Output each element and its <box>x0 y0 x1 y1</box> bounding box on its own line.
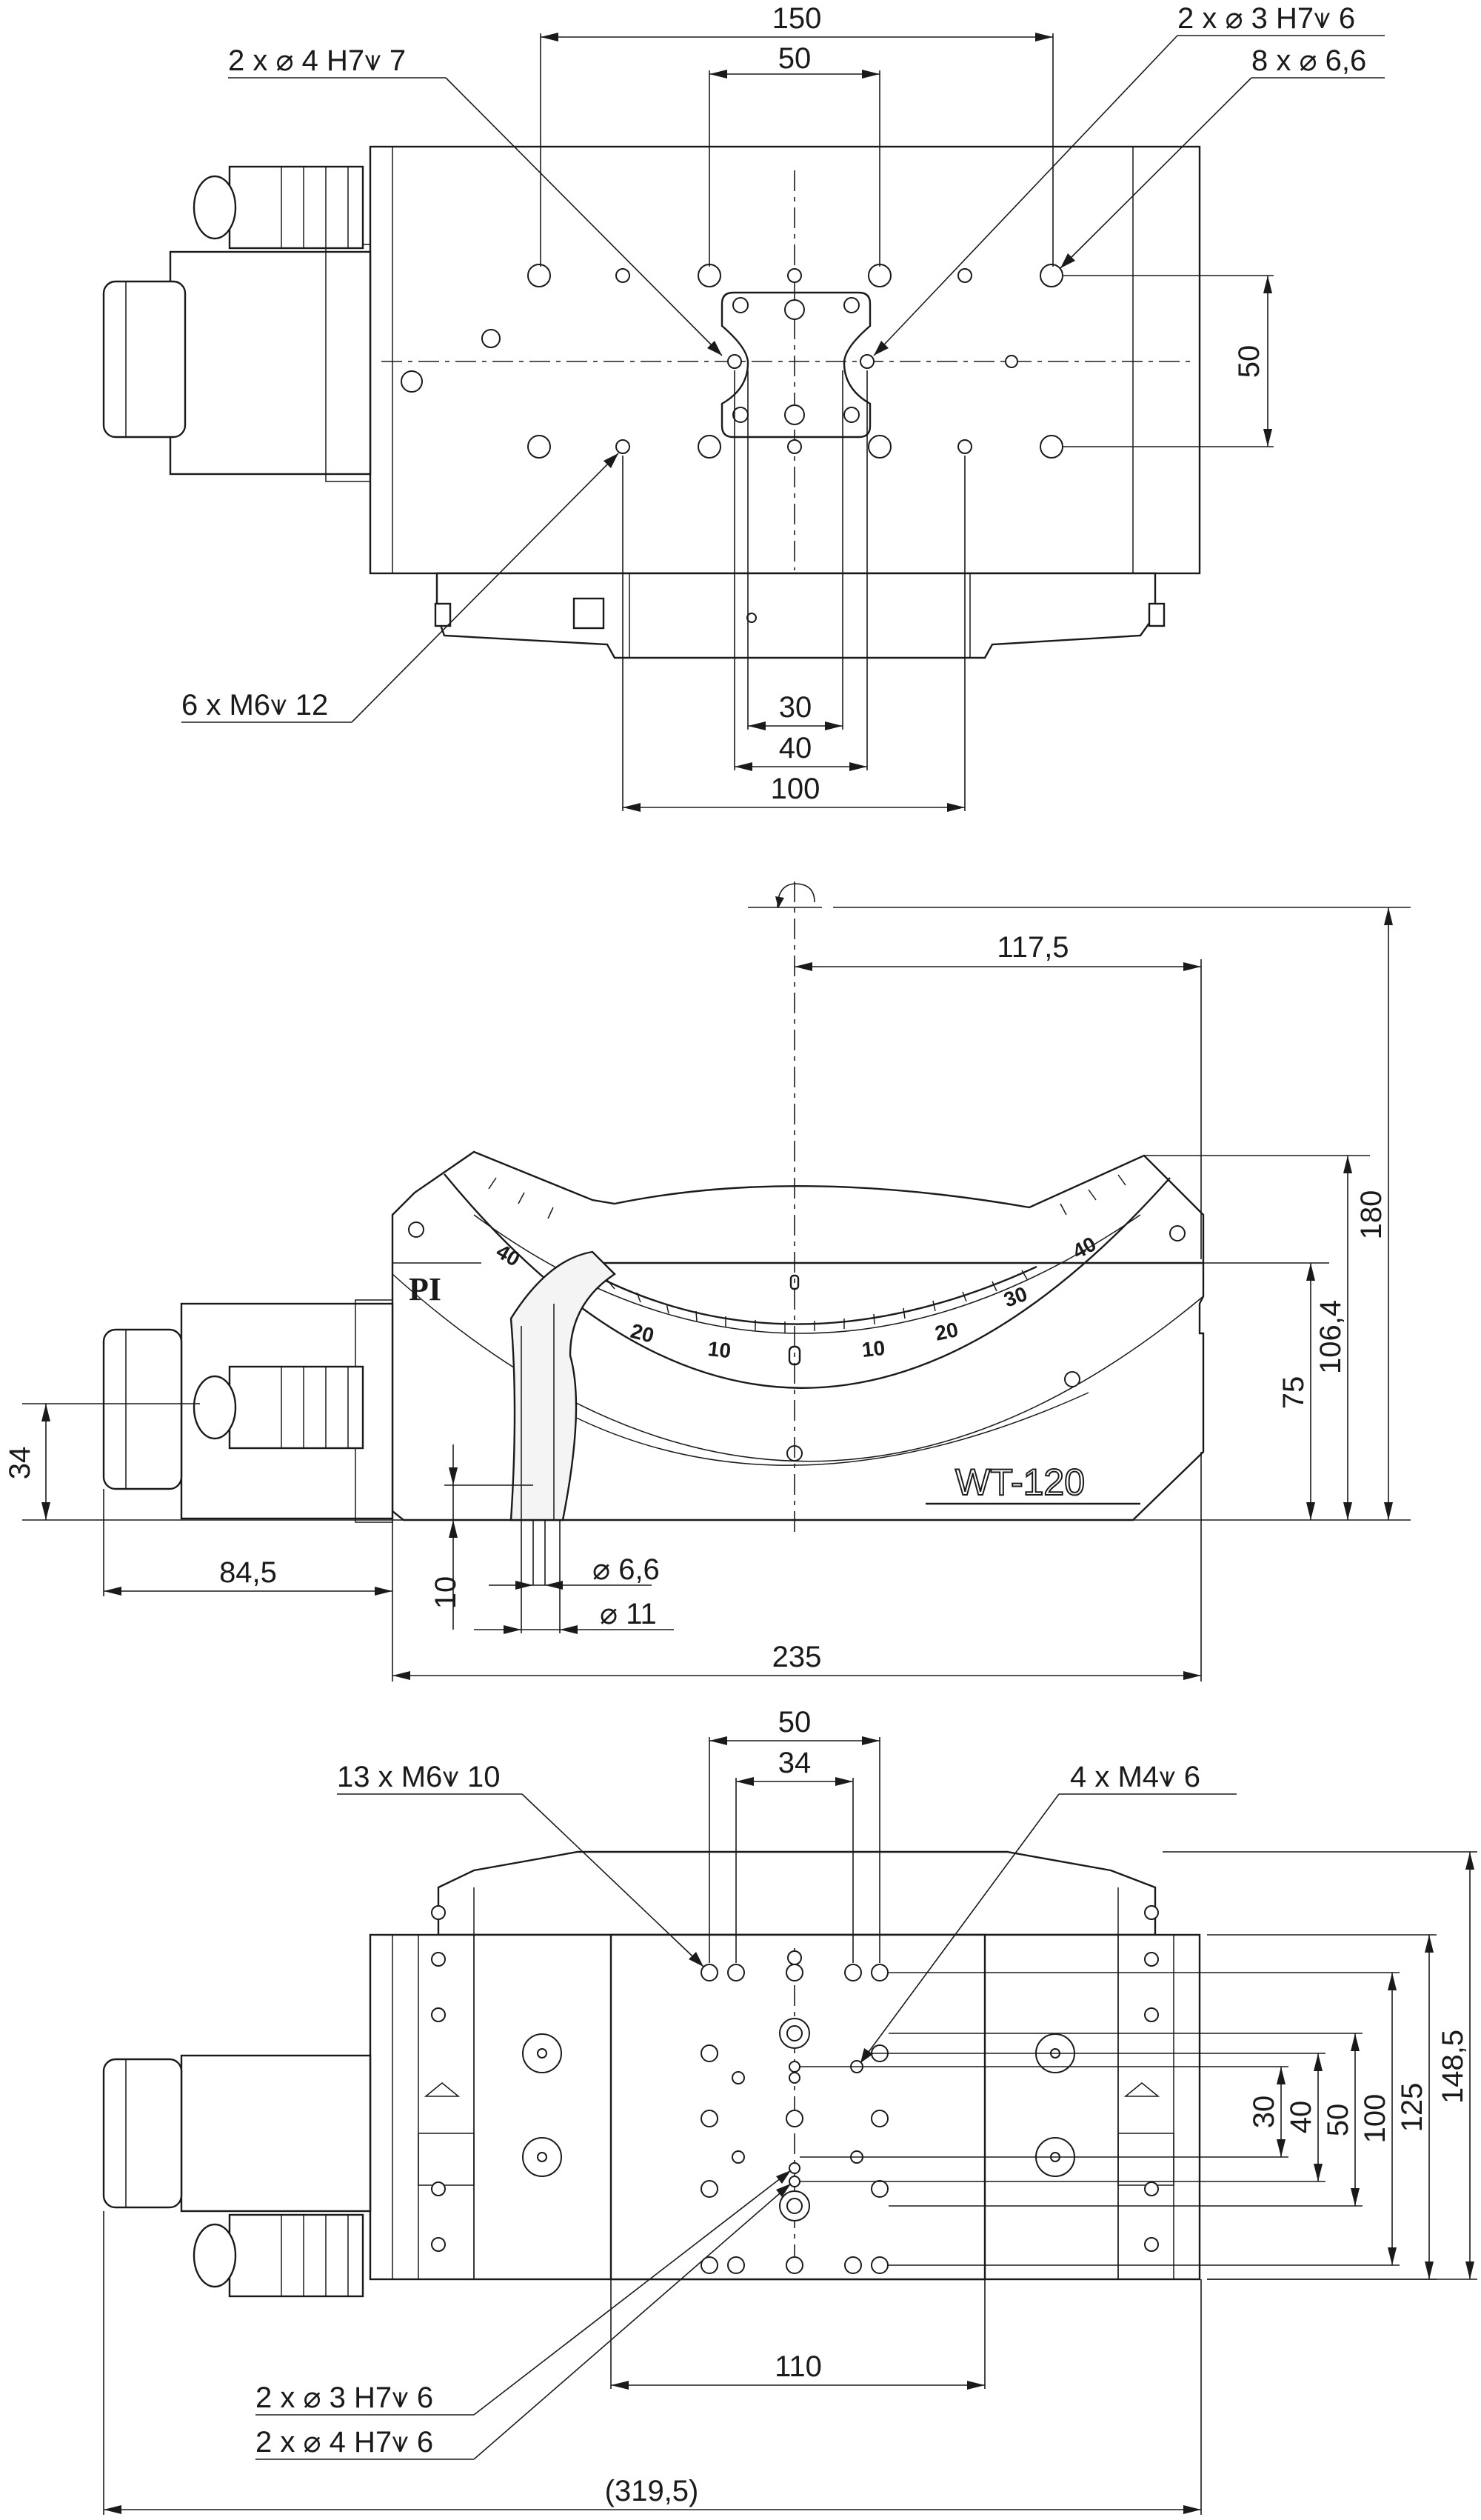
top-view-carriage <box>435 572 1157 659</box>
callout-bottom-13x: 13 x M6⩛ 10 <box>337 1761 500 1793</box>
callout-bottom-4x: 4 x M4⩛ 6 <box>1070 1761 1200 1793</box>
dim-top-150: 150 <box>772 2 822 35</box>
dim-bottom-148-5: 148,5 <box>1437 2030 1469 2104</box>
dim-top-40: 40 <box>779 732 812 764</box>
side-view-section <box>509 1250 616 1521</box>
callout-bottom-dia3: 2 x ⌀ 3 H7⩛ 6 <box>255 2381 433 2414</box>
bottom-view-knob <box>102 2058 183 2209</box>
dim-bottom-30: 30 <box>1248 2096 1280 2129</box>
model-label: WT-120 <box>955 1461 1085 1503</box>
dim-side-235: 235 <box>772 1641 822 1673</box>
dim-bottom-34: 34 <box>778 1747 812 1779</box>
dim-bottom-50-vertical: 50 <box>1322 2104 1354 2137</box>
dim-side-dia-11: ⌀ 11 <box>600 1598 657 1630</box>
callout-top-dia4: 2 x ⌀ 4 H7⩛ 7 <box>228 44 406 77</box>
dim-top-50-horizontal: 50 <box>778 42 812 75</box>
dim-side-34: 34 <box>4 1447 36 1480</box>
side-view-knob <box>102 1328 183 1490</box>
bottom-view-screws <box>431 1905 1159 2252</box>
bottom-view-center-block <box>609 1933 986 2281</box>
top-view-knob <box>102 280 187 439</box>
dim-top-30: 30 <box>779 691 812 724</box>
callout-top-m6: 6 x M6⩛ 12 <box>181 689 328 721</box>
dim-side-84-5: 84,5 <box>219 1556 277 1589</box>
brand-logo: PI <box>409 1271 441 1307</box>
dim-bottom-319-5: (319,5) <box>605 2475 699 2507</box>
dim-bottom-100: 100 <box>1359 2094 1391 2144</box>
dim-bottom-50-horizontal: 50 <box>778 1706 812 1739</box>
bottom-view-connector <box>193 2213 364 2298</box>
scale-label-20-right: 20 <box>933 1318 960 1345</box>
top-view: 150 50 50 30 40 100 2 x ⌀ 4 H7⩛ 7 2 x <box>102 2 1385 812</box>
scale-label-10-left: 10 <box>706 1337 732 1362</box>
side-view-connector <box>193 1365 364 1450</box>
callout-bottom-dia4: 2 x ⌀ 4 H7⩛ 6 <box>255 2426 433 2459</box>
dim-side-10: 10 <box>429 1576 462 1610</box>
top-view-center-plate <box>721 291 872 439</box>
dim-side-106-4: 106,4 <box>1314 1300 1347 1374</box>
dim-side-117-5: 117,5 <box>997 931 1069 964</box>
dim-bottom-125: 125 <box>1396 2083 1428 2133</box>
top-view-connector <box>193 165 364 250</box>
top-view-holes <box>527 264 1063 459</box>
dim-side-180: 180 <box>1355 1190 1388 1240</box>
dim-top-50-vertical: 50 <box>1233 345 1266 379</box>
bottom-view-lid <box>437 1850 1157 1936</box>
dim-side-dia-6-6: ⌀ 6,6 <box>592 1553 660 1586</box>
scale-label-10-right: 10 <box>860 1336 886 1361</box>
callout-top-dia3: 2 x ⌀ 3 H7⩛ 6 <box>1177 2 1355 35</box>
dim-bottom-40: 40 <box>1285 2101 1317 2134</box>
bottom-view-holes <box>701 1950 889 2274</box>
dim-top-100: 100 <box>771 773 820 805</box>
bottom-view: 50 34 30 40 50 100 125 <box>102 1706 1477 2515</box>
dim-bottom-110: 110 <box>775 2350 822 2383</box>
side-view-scale-ticks <box>488 1174 1126 1333</box>
side-view: 40 20 10 10 20 30 40 PI WT-120 <box>4 881 1411 1681</box>
callout-top-8x: 8 x ⌀ 6,6 <box>1251 44 1366 77</box>
dim-side-75: 75 <box>1277 1376 1310 1410</box>
